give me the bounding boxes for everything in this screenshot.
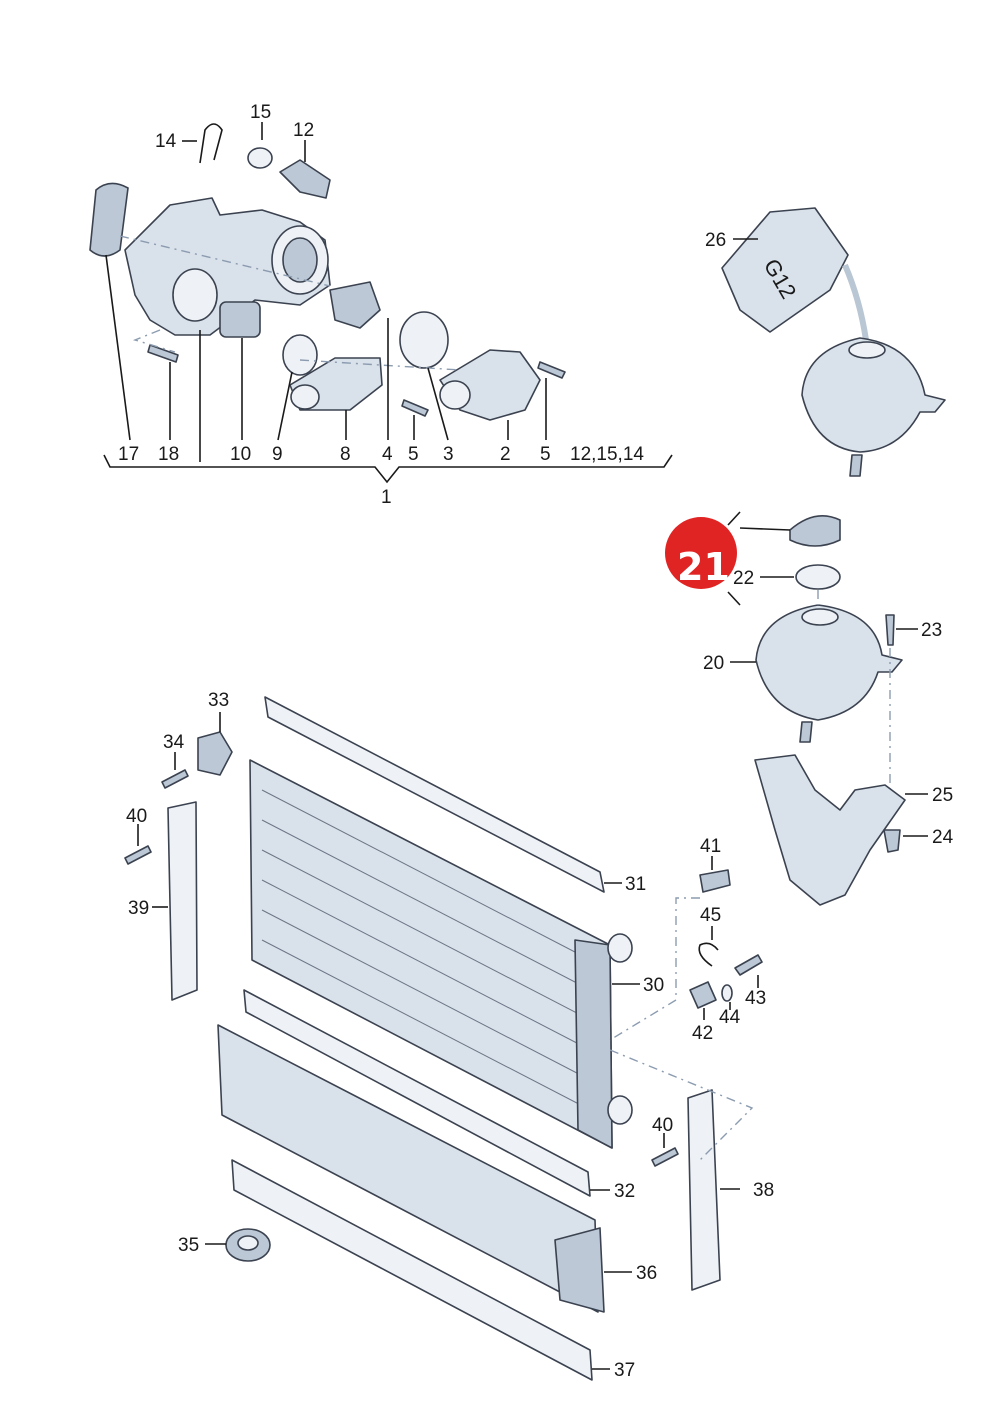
callout-5b: 5 xyxy=(540,444,551,465)
callout-33: 33 xyxy=(208,690,229,711)
callout-32: 32 xyxy=(614,1181,635,1202)
callout-14: 14 xyxy=(155,131,177,152)
callout-12-15-14: 12,15,14 xyxy=(570,444,644,465)
part-37-air-guide xyxy=(231,1159,593,1381)
callout-37: 37 xyxy=(614,1360,635,1381)
alignment-line-c xyxy=(132,329,176,353)
callout-1-group: 1 xyxy=(381,487,392,508)
callout-45: 45 xyxy=(700,905,721,926)
callout-18: 18 xyxy=(158,444,179,465)
part-32-air-guide xyxy=(243,989,591,1197)
callout-9: 9 xyxy=(272,444,283,465)
callout-40b: 40 xyxy=(652,1115,673,1136)
part-10-thermostat xyxy=(219,301,261,338)
part-2-port xyxy=(439,380,471,410)
part-40-bolt-b xyxy=(651,1147,679,1167)
part-40-bolt-a xyxy=(124,845,152,865)
radiator-side-tank xyxy=(574,939,613,1149)
part-45-clip xyxy=(698,942,719,967)
callout-36: 36 xyxy=(636,1263,657,1284)
part-8-port xyxy=(290,384,320,410)
callout-23: 23 xyxy=(921,620,942,641)
callout-41: 41 xyxy=(700,836,721,857)
part-31-air-guide xyxy=(264,696,605,893)
callout-44: 44 xyxy=(719,1007,741,1028)
tank-top-nipple xyxy=(849,454,863,477)
part-22-oring xyxy=(795,564,841,590)
part-21-cap xyxy=(789,514,841,547)
part-33-mount xyxy=(197,731,233,776)
part-34-bolt xyxy=(161,769,189,789)
part-5-bolt-a xyxy=(401,399,429,417)
callout-20: 20 xyxy=(703,653,724,674)
part-25-bracket xyxy=(754,754,906,906)
callout-2: 2 xyxy=(500,444,511,465)
callout-15: 15 xyxy=(250,102,271,123)
coolant-pour-stream xyxy=(842,263,869,341)
callout-39: 39 xyxy=(128,898,149,919)
thermostat-assembly-group: 14 15 12 17 18 10 9 8 4 5 3 2 5 12,15,14… xyxy=(89,102,673,508)
tank-top-filler xyxy=(848,341,886,359)
coolant-bottle-group: G12 26 xyxy=(705,207,946,477)
callout-10: 10 xyxy=(230,444,251,465)
radiator-fins xyxy=(261,789,601,1116)
callout-8: 8 xyxy=(340,444,351,465)
intercooler-end-tank xyxy=(554,1227,605,1313)
part-12-sensor xyxy=(279,159,331,199)
part-14-clip xyxy=(199,123,223,164)
callout-40a: 40 xyxy=(126,806,147,827)
tank-filler-neck xyxy=(801,608,839,626)
callout-17: 17 xyxy=(118,444,139,465)
part-39-side-seal xyxy=(167,801,198,1001)
part-3-oring xyxy=(399,311,449,369)
callout-34: 34 xyxy=(163,732,185,753)
callout-22: 22 xyxy=(733,568,754,589)
radiator-group: 31 30 33 34 40 39 xyxy=(124,690,774,1381)
callout-24: 24 xyxy=(932,827,954,848)
part-9-oring xyxy=(282,334,318,376)
part-5-bolt-b xyxy=(537,361,566,379)
part-4-thermostat xyxy=(329,281,381,329)
part-42-plug xyxy=(689,981,717,1009)
part-41-sensor xyxy=(699,869,731,893)
part-43-sensor xyxy=(734,954,763,976)
part-17-seal xyxy=(89,182,129,257)
part-36-intercooler xyxy=(217,1024,599,1313)
radiator-outlet xyxy=(607,1095,633,1125)
alignment-line-a xyxy=(119,235,331,287)
housing-port-inner xyxy=(282,237,318,283)
expansion-tank-top xyxy=(801,337,946,453)
part-23-screw xyxy=(885,614,895,646)
callout-42: 42 xyxy=(692,1023,713,1044)
callout-3: 3 xyxy=(443,444,454,465)
part-20-expansion-tank xyxy=(755,604,903,721)
tank-nipple xyxy=(799,721,813,743)
group-bracket xyxy=(103,454,673,484)
callout-35: 35 xyxy=(178,1235,199,1256)
housing-port-lower xyxy=(172,268,218,322)
callout-4: 4 xyxy=(382,444,393,465)
part-18-bolt xyxy=(147,344,179,363)
callout-26: 26 xyxy=(705,230,726,251)
callout-38: 38 xyxy=(753,1180,774,1201)
highlight-badge-21 xyxy=(665,517,737,589)
alignment-line-b xyxy=(299,359,461,371)
callout-5a: 5 xyxy=(408,444,419,465)
callout-43: 43 xyxy=(745,988,766,1009)
part-38-side-seal xyxy=(687,1089,721,1291)
part-15-oring xyxy=(247,147,273,169)
part-44-oring xyxy=(721,984,733,1002)
callout-12: 12 xyxy=(293,120,314,141)
callout-30: 30 xyxy=(643,975,664,996)
part-24-clip xyxy=(883,829,901,853)
part-35-grommet-hole xyxy=(237,1235,259,1251)
badge-21-label: 21 xyxy=(677,545,730,589)
radiator-inlet xyxy=(607,933,633,963)
callout-31: 31 xyxy=(625,874,646,895)
expansion-tank-group: 21 22 20 23 25 24 xyxy=(665,511,954,906)
callout-25: 25 xyxy=(932,785,953,806)
